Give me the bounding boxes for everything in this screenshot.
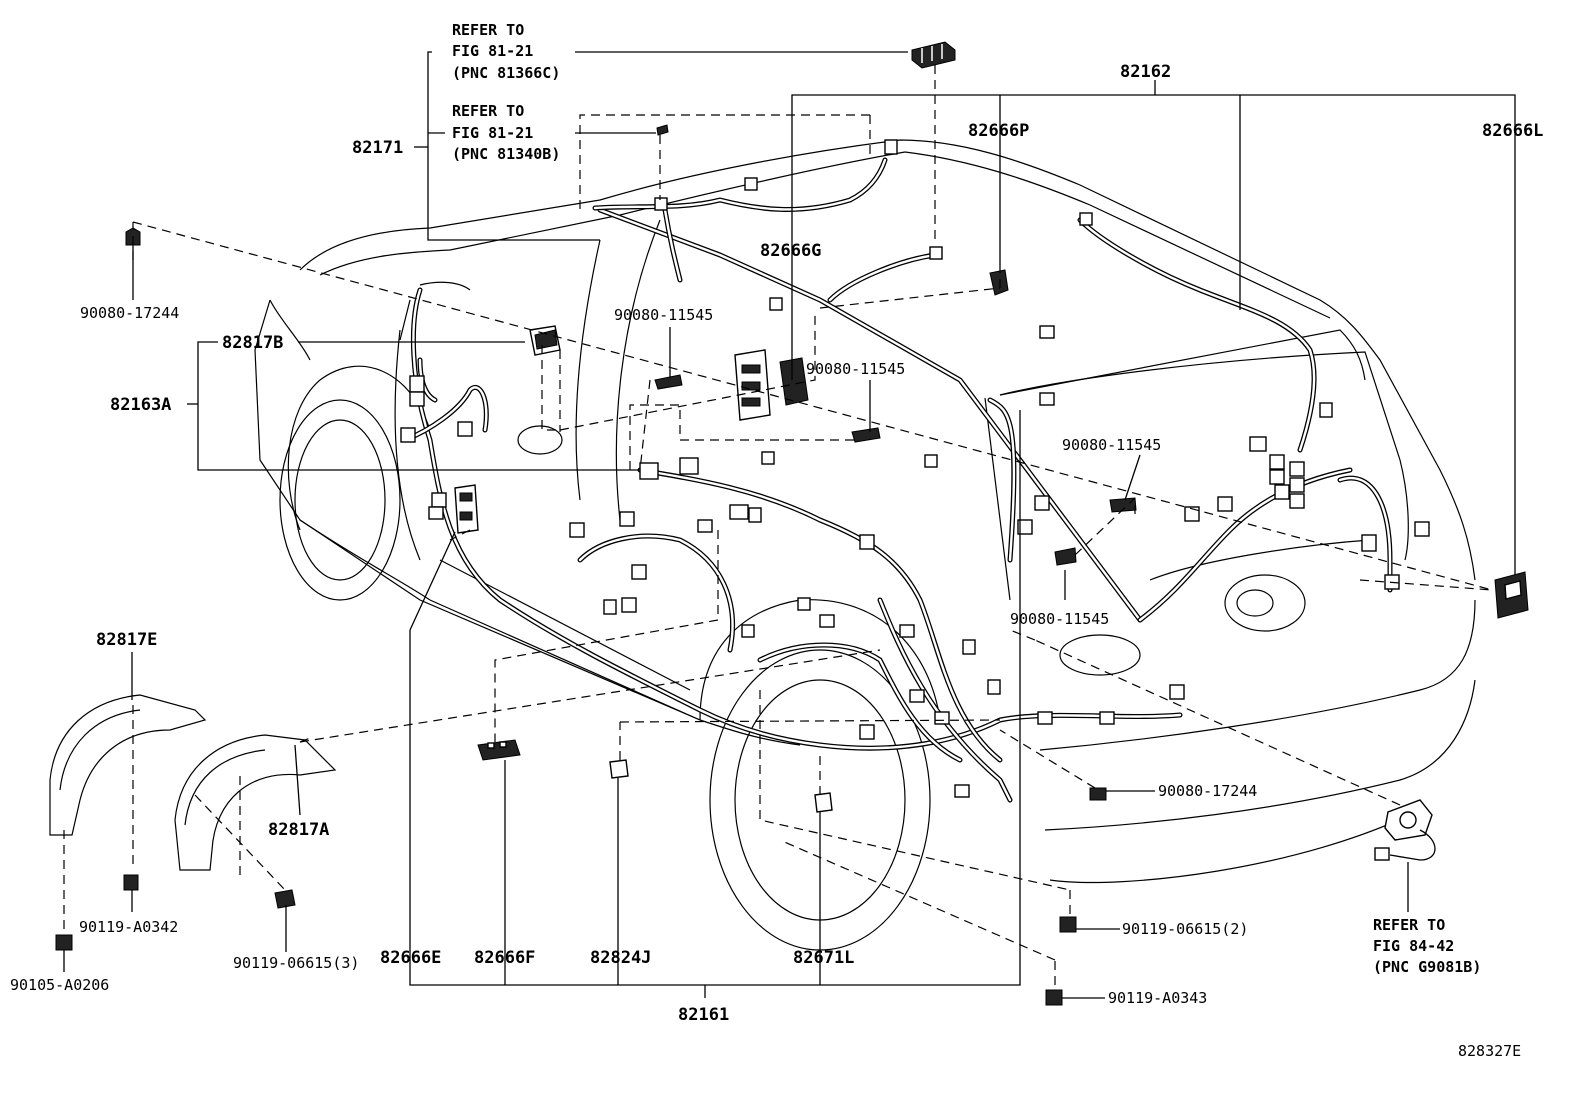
refer-note-line: REFER TO [1373, 916, 1445, 934]
refer-note-81366c: REFER TO FIG 81-21 (PNC 81366C) [452, 21, 560, 82]
part-label-90080-11545-b: 90080-11545 [806, 360, 905, 378]
wire-harness-82171 [592, 157, 938, 303]
refer-note-line: REFER TO [452, 102, 524, 120]
bolt-90119-06615-3-icon [274, 889, 296, 909]
part-label-82666g: 82666G [760, 241, 821, 261]
part-label-90080-11545-a: 90080-11545 [614, 306, 713, 324]
refer-note-g9081b: REFER TO FIG 84-42 (PNC G9081B) [1373, 916, 1481, 976]
part-label-90119-a0343: 90119-A0343 [1108, 989, 1207, 1007]
connector-block-81366c-icon [911, 41, 956, 69]
part-label-90119-06615-2: 90119-06615(2) [1122, 920, 1248, 938]
bolt-90105-a0206-icon [55, 934, 73, 951]
refer-note-line: (PNC 81366C) [452, 64, 560, 82]
bolt-90080-11545-b-icon [851, 427, 881, 443]
mudguard-82817e-icon [49, 694, 207, 836]
refer-note-line: FIG 84-42 [1373, 937, 1454, 955]
refer-note-line: FIG 81-21 [452, 42, 533, 60]
clip-82666p-icon [989, 269, 1009, 296]
wire-harness-82162 [597, 207, 1393, 623]
bolt-90119-06615-2-icon [1059, 916, 1077, 933]
bolt-90080-11545-c-icon [1109, 497, 1137, 513]
clamp-82666l-icon [1494, 571, 1529, 619]
part-label-82817e: 82817E [96, 630, 157, 650]
clamp-82666e-icon [454, 484, 479, 534]
part-81340b-icon [656, 124, 669, 136]
connector-82671l-icon [814, 792, 833, 813]
refer-note-line: FIG 81-21 [452, 124, 533, 142]
part-label-82817b: 82817B [222, 333, 283, 353]
part-label-82824j: 82824J [590, 948, 651, 968]
part-label-82671l: 82671L [793, 948, 854, 968]
vehicle-body-outline [254, 139, 1476, 951]
bolt-90119-a0342-icon [123, 874, 139, 891]
parts-icons [49, 41, 1529, 1006]
part-label-90119-06615-3: 90119-06615(3) [233, 954, 359, 972]
part-label-82163a: 82163A [110, 395, 171, 415]
bracket-82666g-icon [734, 349, 809, 421]
part-label-82666f: 82666F [474, 948, 535, 968]
part-label-82162: 82162 [1120, 62, 1171, 82]
part-label-90080-17244-top: 90080-17244 [80, 304, 179, 322]
bolt-90080-11545-d-icon [1054, 547, 1077, 566]
wire-harness-82161 [410, 287, 1183, 803]
leader-lines [63, 51, 1516, 999]
refer-note-81340b: REFER TO FIG 81-21 (PNC 81340B) [452, 102, 560, 163]
part-label-90105-a0206: 90105-A0206 [10, 976, 109, 994]
diagram-id: 828327E [1458, 1042, 1521, 1060]
part-label-82817a: 82817A [268, 820, 329, 840]
part-label-82666p: 82666P [968, 121, 1029, 141]
clamp-82666f-icon [477, 739, 521, 761]
bolt-90080-17244-bottom-icon [1089, 787, 1107, 801]
connectors [400, 139, 1430, 798]
refer-note-line: (PNC 81340B) [452, 145, 560, 163]
part-label-82171: 82171 [352, 138, 403, 158]
part-label-82666e: 82666E [380, 948, 441, 968]
bolt-90080-11545-a-icon [654, 374, 683, 390]
part-label-90080-11545-c: 90080-11545 [1062, 436, 1161, 454]
part-label-90119-a0342: 90119-A0342 [79, 918, 178, 936]
sensor-g9081b-icon [1374, 799, 1436, 861]
mudguard-82817a-icon [174, 734, 337, 871]
guide-lines [63, 65, 1493, 985]
refer-note-line: (PNC G9081B) [1373, 958, 1481, 976]
part-label-90080-17244-bottom: 90080-17244 [1158, 782, 1257, 800]
part-label-82666l: 82666L [1482, 121, 1543, 141]
clamp-82817b-icon [529, 325, 561, 356]
part-label-82161: 82161 [678, 1005, 729, 1025]
refer-note-line: REFER TO [452, 21, 524, 39]
part-label-90080-11545-d: 90080-11545 [1010, 610, 1109, 628]
connector-82824j-icon [609, 759, 629, 779]
bolt-90119-a0343-icon [1045, 989, 1063, 1006]
